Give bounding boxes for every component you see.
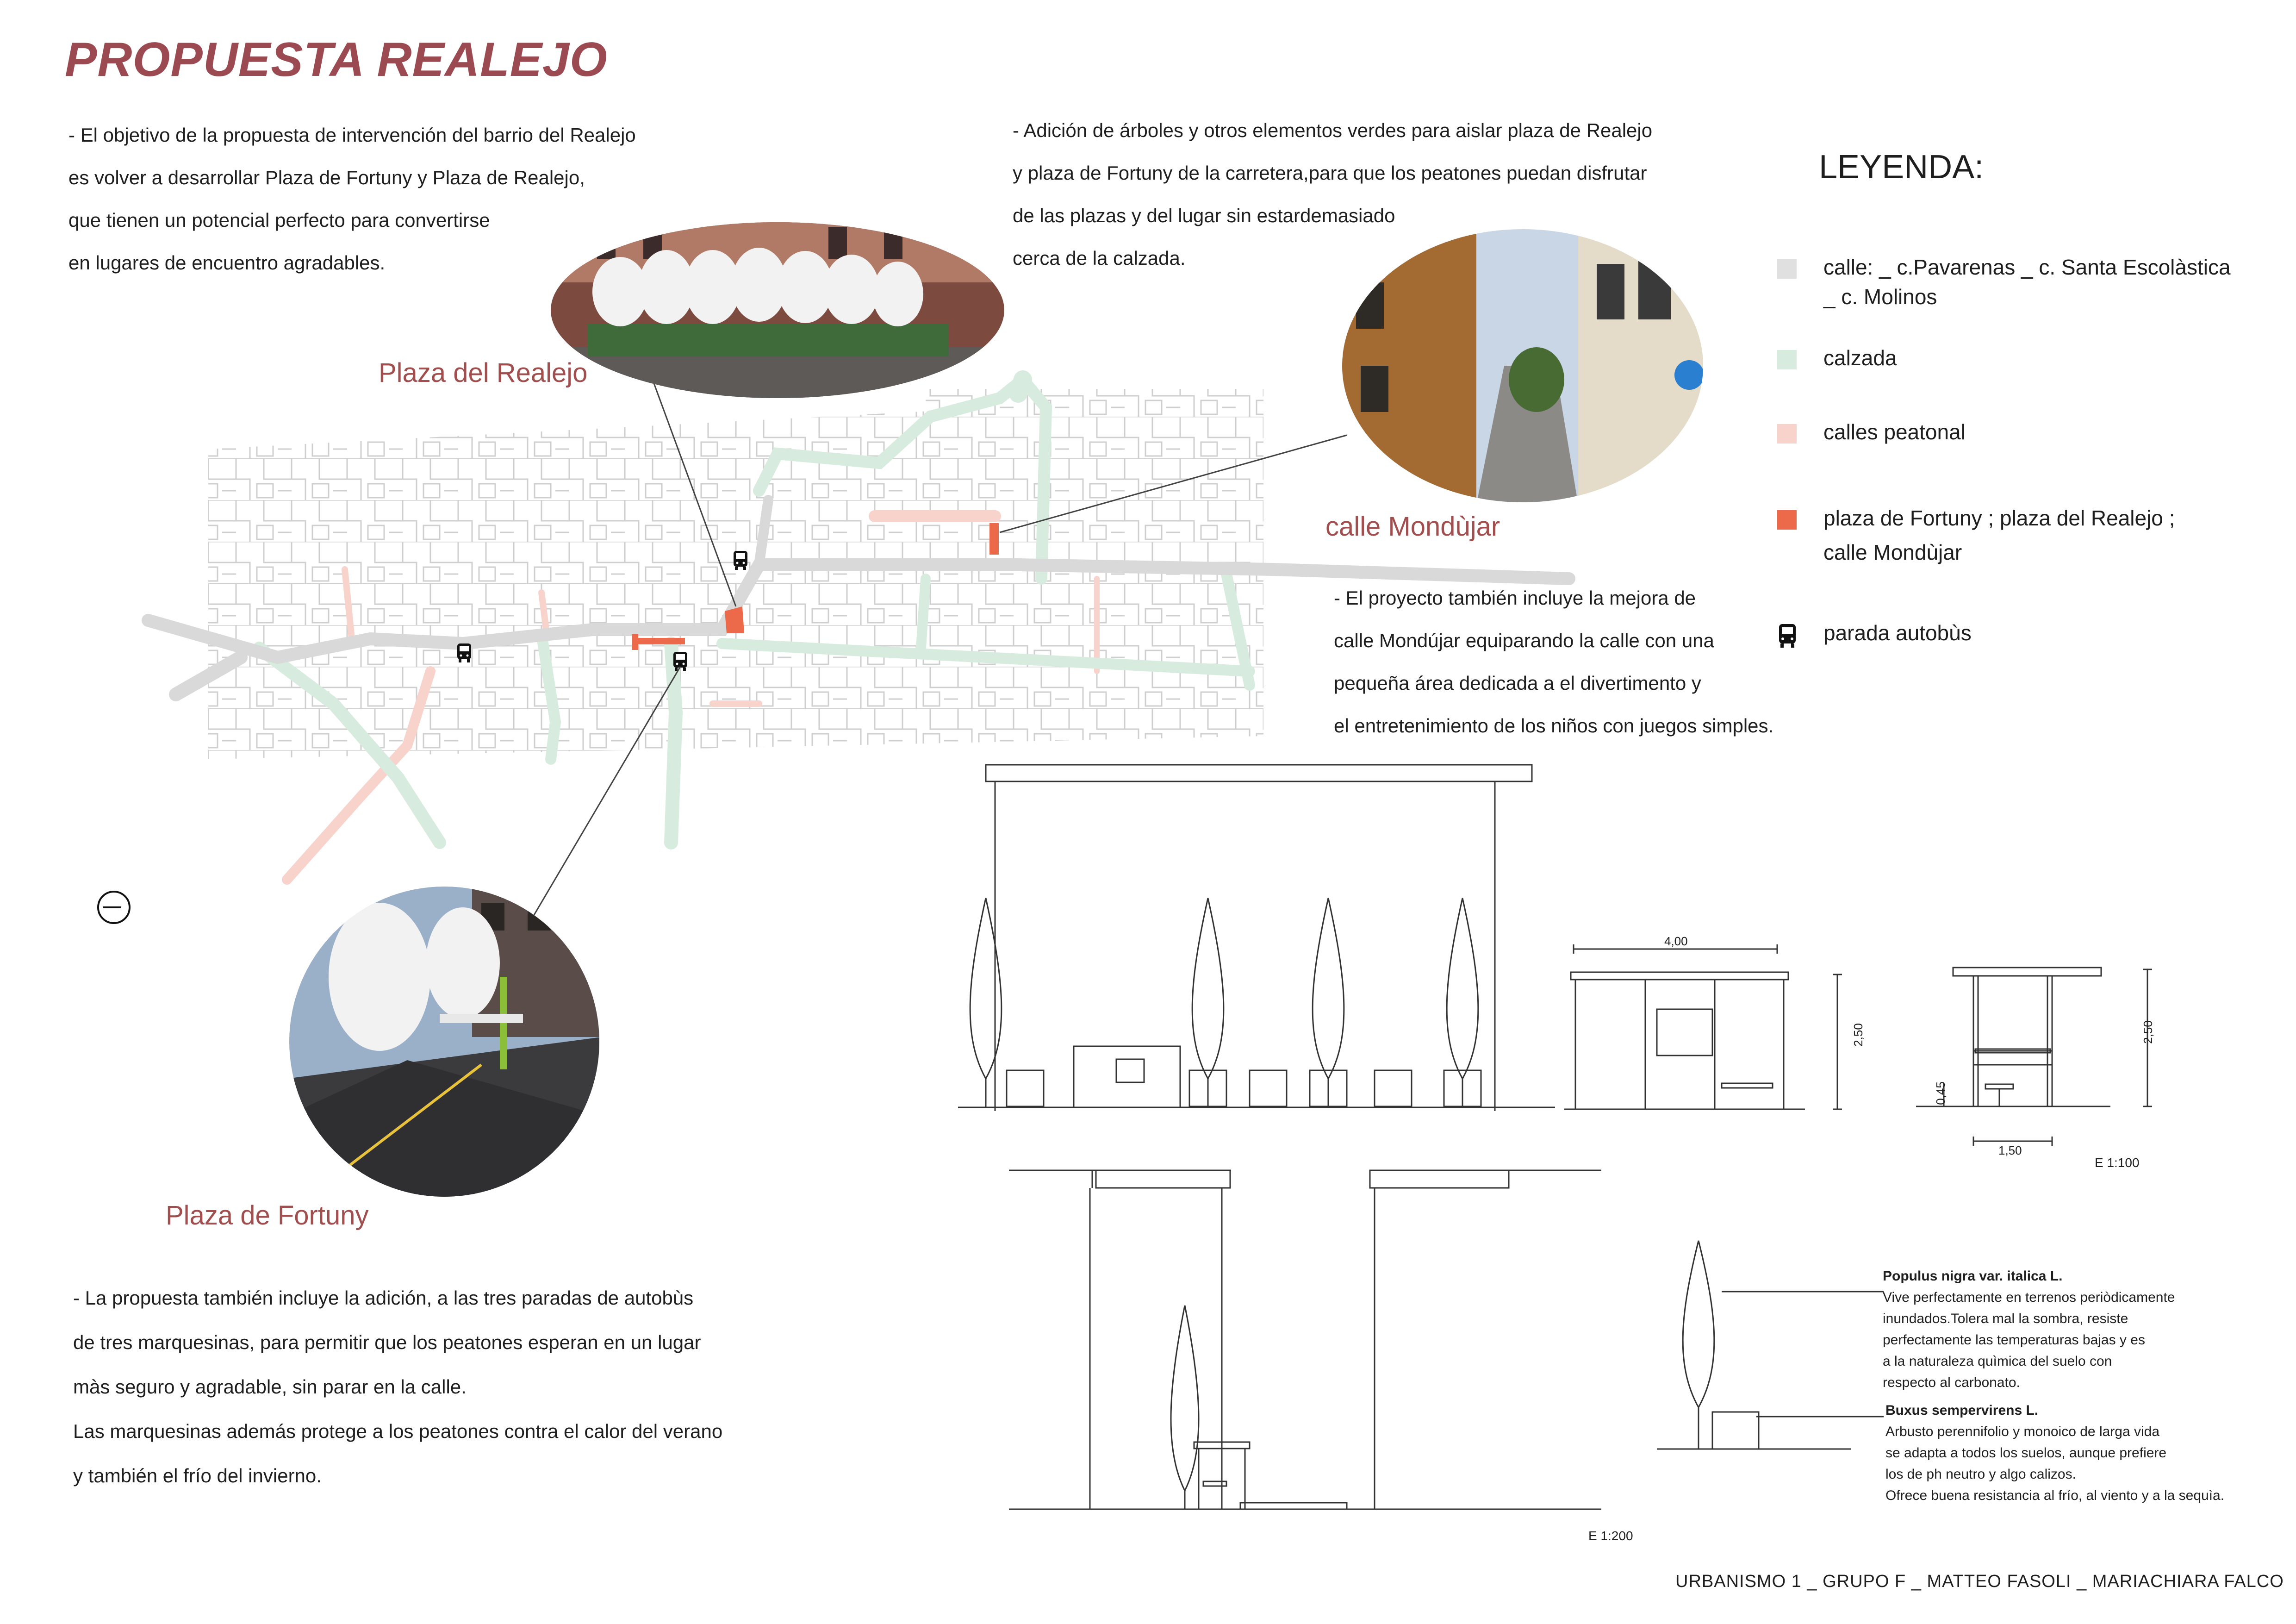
text-line: respecto al carbonato. <box>1883 1375 2020 1390</box>
side-height-dimension: 2,50 <box>2140 1020 2155 1044</box>
text-line: en lugares de encuentro agradables. <box>68 252 386 274</box>
text-line: se adapta a todos los suelos, aunque pre… <box>1885 1445 2167 1461</box>
trees-text: - Adición de árboles y otros elementos v… <box>1013 109 1652 280</box>
text-line: de las plazas y del lugar sin estardemas… <box>1013 205 1395 226</box>
legend-label: _ c. Molinos <box>1823 285 1937 309</box>
bus-shelter-front-drawing <box>1564 944 1842 1110</box>
buxus-planter <box>1711 1411 1760 1450</box>
legend-label: calzada <box>1823 346 1897 370</box>
text-line: de tres marquesinas, para permitir que l… <box>73 1331 701 1353</box>
species-drawing <box>1657 1240 1884 1450</box>
text-line: Ofrece buena resistancia al frío, al vie… <box>1885 1488 2225 1503</box>
populus-description: Populus nigra var. italica L. Vive perfe… <box>1883 1266 2175 1393</box>
calle-mondujar-label: calle Mondùjar <box>1325 512 1500 542</box>
text-line: a la naturaleza quìmica del suelo con <box>1883 1354 2112 1369</box>
text-line: es volver a desarrollar Plaza de Fortuny… <box>68 167 585 188</box>
side-depth-dimension: 1,50 <box>1998 1143 2022 1157</box>
map-blocks <box>208 389 1263 759</box>
scale-lower: E 1:200 <box>1588 1529 1633 1543</box>
calle-mondujar-photo <box>1342 229 1703 502</box>
seat-height-dimension: 0,45 <box>1933 1081 1948 1105</box>
plaza-fortuny-marker <box>634 638 685 644</box>
text-line: y también el frío del invierno. <box>73 1465 322 1487</box>
mondujar-text: - El proyecto también incluye la mejora … <box>1334 577 1773 747</box>
plazas <box>632 523 999 650</box>
text-line: Arbusto perennifolio y monoico de larga … <box>1885 1424 2160 1439</box>
text-line: que tienen un potencial perfecto para co… <box>68 209 490 231</box>
bus-shelter <box>1073 1045 1181 1108</box>
calle-mondujar-marker <box>989 523 999 555</box>
bus-shelter-text: - La propuesta también incluye la adició… <box>73 1276 722 1498</box>
text-line: - El objetivo de la propuesta de interve… <box>68 124 636 146</box>
poplar-tree <box>1446 898 1479 1107</box>
legend-label: calles peatonal <box>1823 420 1966 444</box>
street-section-drawing <box>1009 1169 1601 1510</box>
road-network <box>253 370 1255 849</box>
text-line: Vive perfectamente en terrenos periòdica… <box>1883 1290 2175 1305</box>
street-elevation-drawing <box>958 764 1555 1111</box>
pedestrian-swatch <box>1777 424 1797 443</box>
text-line: perfectamente las temperaturas bajas y e… <box>1883 1332 2145 1348</box>
populus-tree <box>1682 1240 1715 1409</box>
species-name: Populus nigra var. italica L. <box>1883 1268 2063 1284</box>
plaza-swatch <box>1777 510 1797 530</box>
page-title: PROPUESTA REALEJO <box>65 33 608 87</box>
road-swatch <box>1777 350 1797 369</box>
footer-credits: URBANISMO 1 _ GRUPO F _ MATTEO FASOLI _ … <box>1675 1572 2284 1591</box>
poplar-tree <box>1312 898 1345 1107</box>
text-line: pequeña área dedicada a el divertimento … <box>1334 672 1701 694</box>
poplar-tree <box>969 898 1002 1107</box>
north-arrow-icon <box>97 891 131 924</box>
text-line: el entretenimiento de los niños con jueg… <box>1334 715 1774 737</box>
text-line: calle Mondújar equiparando la calle con … <box>1334 630 1714 651</box>
bus-icon <box>1779 624 1796 648</box>
planters <box>1006 1069 1482 1107</box>
plaza-realejo-marker <box>725 606 744 633</box>
text-line: los de ph neutro y algo calizos. <box>1885 1467 2076 1482</box>
shelter-width-dimension: 4,00 <box>1664 934 1688 948</box>
text-line: màs seguro y agradable, sin parar en la … <box>73 1376 467 1398</box>
legend-label: calle: _ c.Pavarenas _ c. Santa Escolàst… <box>1823 255 2231 279</box>
leader-lines <box>527 379 1347 926</box>
bus-stop-icon <box>673 652 687 671</box>
site-map <box>97 370 1575 926</box>
poplar-tree <box>1191 898 1225 1107</box>
legend-title: LEYENDA: <box>1819 149 1984 186</box>
legend-label: calle Mondùjar <box>1823 540 1962 564</box>
text-line: inundados.Tolera mal la sombra, resiste <box>1883 1311 2128 1326</box>
legend-label: parada autobùs <box>1823 621 1972 645</box>
main-street <box>142 495 1575 701</box>
scale-upper: E 1:100 <box>2095 1156 2140 1170</box>
bus-shelter-side-drawing <box>1916 967 2152 1146</box>
plaza-fortuny-photo <box>289 887 599 1197</box>
street-swatch <box>1777 259 1797 279</box>
intro-text: - El objetivo de la propuesta de interve… <box>68 114 636 284</box>
species-name: Buxus sempervirens L. <box>1885 1403 2039 1418</box>
bus-shelter <box>1193 1441 1251 1509</box>
text-line: Las marquesinas además protege a los pea… <box>73 1420 723 1442</box>
legend-label: plaza de Fortuny ; plaza del Realejo ; <box>1823 506 2175 530</box>
text-line: - La propuesta también incluye la adició… <box>73 1287 694 1309</box>
shelter-height-dimension: 2,50 <box>1851 1023 1865 1047</box>
plaza-realejo-label: Plaza del Realejo <box>379 358 588 388</box>
text-line: cerca de la calzada. <box>1013 247 1186 269</box>
buxus-description: Buxus sempervirens L. Arbusto perennifol… <box>1885 1400 2224 1506</box>
text-line: y plaza de Fortuny de la carretera,para … <box>1013 162 1647 184</box>
poplar-tree <box>1170 1305 1200 1509</box>
plaza-realejo-photo <box>551 222 1004 398</box>
text-line: - El proyecto también incluye la mejora … <box>1334 587 1696 609</box>
text-line: - Adición de árboles y otros elementos v… <box>1013 119 1653 141</box>
plaza-fortuny-label: Plaza de Fortuny <box>166 1200 369 1230</box>
bus-stop-icon <box>734 551 747 570</box>
bus-stop-icon <box>457 643 471 662</box>
